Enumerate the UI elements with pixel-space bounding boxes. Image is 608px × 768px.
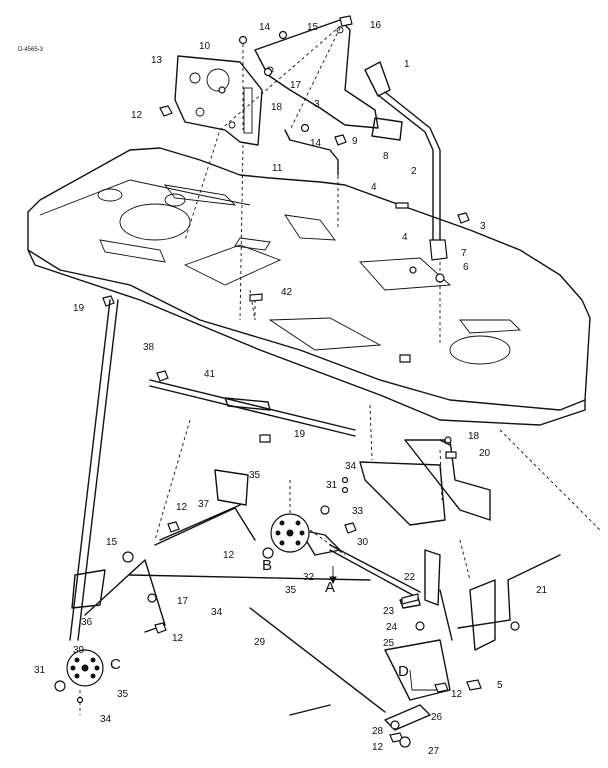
- hidden-lines-upper: [184, 21, 441, 345]
- disc-lower: [66, 649, 104, 687]
- callout-12e: 12: [451, 689, 463, 700]
- callout-16: 16: [370, 20, 382, 31]
- disc-upper: [270, 513, 310, 553]
- callout-10: 10: [199, 41, 211, 52]
- callout-38: 38: [143, 342, 155, 353]
- callout-19a: 19: [73, 303, 85, 314]
- lift-handle: [364, 61, 441, 241]
- callout-32: 32: [303, 572, 315, 583]
- callout-19b: 19: [294, 429, 306, 440]
- callout-14b: 14: [310, 138, 322, 149]
- callout-35c: 35: [117, 689, 129, 700]
- callout-24: 24: [386, 622, 398, 633]
- callout-13: 13: [151, 55, 163, 66]
- lower-linkage: [69, 299, 561, 731]
- callout-15a: 15: [307, 22, 319, 33]
- callout-12f: 12: [372, 742, 384, 753]
- callout-22: 22: [404, 572, 416, 583]
- callout-7: 7: [461, 248, 467, 259]
- callout-28: 28: [372, 726, 384, 737]
- callout-31a: 31: [326, 480, 338, 491]
- callout-27: 27: [428, 746, 440, 757]
- callout-31b: 31: [34, 665, 46, 676]
- callout-34b: 34: [211, 607, 223, 618]
- callout-33: 33: [352, 506, 364, 517]
- callout-26: 26: [431, 712, 443, 723]
- detail-label-b: B: [262, 557, 272, 574]
- hardware-lower: [54, 370, 520, 748]
- callout-4a: 4: [371, 182, 377, 193]
- callout-30: 30: [357, 537, 369, 548]
- callout-6: 6: [463, 262, 469, 273]
- callout-21: 21: [536, 585, 548, 596]
- callout-37: 37: [198, 499, 210, 510]
- callout-34c: 34: [100, 714, 112, 725]
- hardware-upper: [102, 15, 470, 363]
- main-frame: [27, 147, 591, 426]
- bracket-11: [284, 129, 339, 176]
- reference-code: D-4565-3: [18, 47, 44, 53]
- callout-17a: 17: [290, 80, 302, 91]
- callout-9: 9: [352, 136, 358, 147]
- callout-8: 8: [383, 151, 389, 162]
- callout-3b: 3: [480, 221, 486, 232]
- callout-20: 20: [479, 448, 491, 459]
- callout-4b: 4: [402, 232, 408, 243]
- callout-29: 29: [254, 637, 266, 648]
- detail-labels: B A C D: [110, 557, 409, 680]
- callout-12d: 12: [172, 633, 184, 644]
- upper-bracket-plate: [174, 55, 263, 146]
- callout-2: 2: [411, 166, 417, 177]
- callout-39: 39: [73, 645, 85, 656]
- callout-12b: 12: [176, 502, 188, 513]
- detail-label-c: C: [110, 656, 121, 673]
- callout-25: 25: [383, 638, 395, 649]
- callout-42: 42: [281, 287, 293, 298]
- callouts: 1 2 3 3 4 4 5 6 7 8 9 10 11 12 12 12 12 …: [34, 20, 548, 757]
- callout-12a: 12: [131, 110, 143, 121]
- callout-41: 41: [204, 369, 216, 380]
- callout-12c: 12: [223, 550, 235, 561]
- disc-pulleys: [66, 513, 310, 687]
- callout-1: 1: [404, 59, 410, 70]
- callout-17b: 17: [177, 596, 189, 607]
- detail-label-d: D: [398, 663, 409, 680]
- callout-14a: 14: [259, 22, 271, 33]
- callout-15b: 15: [106, 537, 118, 548]
- hidden-lines-lower: [79, 404, 601, 715]
- detail-label-a: A: [325, 579, 335, 596]
- callout-35b: 35: [285, 585, 297, 596]
- callout-5: 5: [497, 680, 503, 691]
- callout-18b: 18: [468, 431, 480, 442]
- callout-23: 23: [383, 606, 395, 617]
- callout-34a: 34: [345, 461, 357, 472]
- callout-18a: 18: [271, 102, 283, 113]
- callout-11: 11: [272, 163, 283, 174]
- callout-35a: 35: [249, 470, 261, 481]
- callout-3a: 3: [314, 99, 320, 110]
- callout-36: 36: [81, 617, 93, 628]
